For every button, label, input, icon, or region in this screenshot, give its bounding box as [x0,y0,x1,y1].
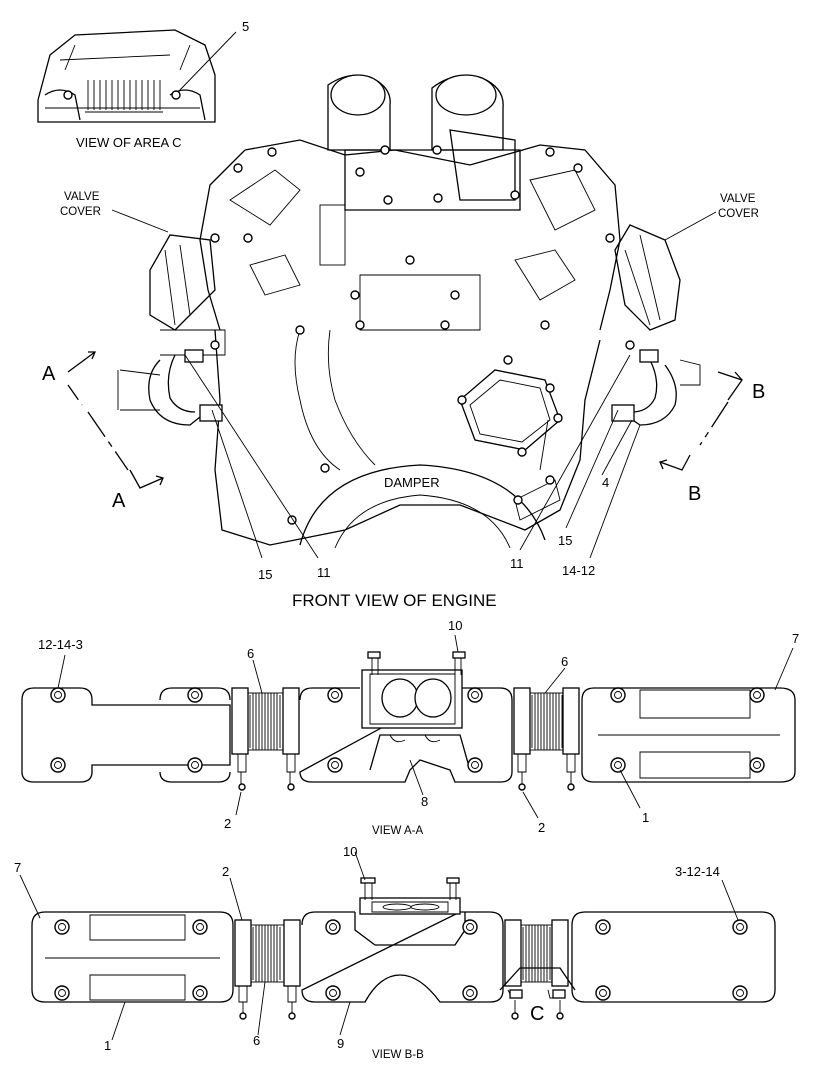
section-a-marker: A A [42,351,164,512]
view-aa: 12-14-3 6 10 6 7 8 2 2 1 VIEW A-A [21,618,799,837]
callout-4: 4 [602,475,609,490]
view-bb: 7 2 10 3-12-14 1 6 9 C VIEW B-B [14,844,776,1061]
area-c-title: VIEW OF AREA C [76,135,181,150]
callout-14-12: 14-12 [562,563,595,578]
section-b-lower-label: B [688,483,701,505]
section-a-upper-label: A [42,363,56,385]
area-c-fins [85,80,163,113]
engine-front-view: DAMPER [42,74,765,610]
front-view-title: FRONT VIEW OF ENGINE [292,591,497,610]
callout-11-left: 11 [317,565,331,580]
bellows-left-bb [250,924,285,983]
section-a-lower-label: A [112,490,126,512]
engine-bolts [210,145,635,525]
damper-label: DAMPER [384,475,440,490]
bellows-right-aa [529,692,564,751]
callout-15-left: 15 [258,567,272,582]
view-aa-title: VIEW A-A [372,825,423,837]
callout-6-bb: 6 [253,1033,260,1048]
valve-cover-right-line1: VALVE [720,193,756,205]
area-c-marker: C [530,1003,544,1025]
callout-3-12-14-bb: 3-12-14 [675,864,720,879]
callout-12-14-3-aa: 12-14-3 [38,637,83,652]
callout-9-bb: 9 [337,1036,344,1051]
bellows-left-aa [247,692,284,751]
section-b-marker: B B [659,371,765,505]
callout-2-left-aa: 2 [224,816,231,831]
valve-cover-right-line2: COVER [718,208,759,220]
callout-1-bb: 1 [104,1038,111,1053]
view-bb-title: VIEW B-B [372,1049,424,1061]
valve-cover-left-line1: VALVE [64,191,100,203]
area-c-inset: 5 VIEW OF AREA C [37,19,249,150]
section-b-upper-label: B [752,381,765,403]
callout-15-right: 15 [558,533,572,548]
callout-6-right-aa: 6 [561,654,568,669]
callout-7-bb: 7 [14,860,21,875]
view-bb-bolts [54,919,748,1001]
view-aa-bolts [50,687,765,773]
callout-1-aa: 1 [642,810,649,825]
valve-cover-left-line2: COVER [60,206,101,218]
callout-7-aa: 7 [792,631,799,646]
callout-11-right: 11 [510,556,524,571]
callout-10-aa: 10 [448,618,462,633]
callout-2-bb: 2 [222,864,229,879]
callout-6-left-aa: 6 [247,646,254,661]
callout-5: 5 [242,19,249,34]
callout-10-bb: 10 [343,844,357,859]
bellows-right-bb [520,924,553,983]
callout-2-right-aa: 2 [538,820,545,835]
callout-8-aa: 8 [421,794,428,809]
